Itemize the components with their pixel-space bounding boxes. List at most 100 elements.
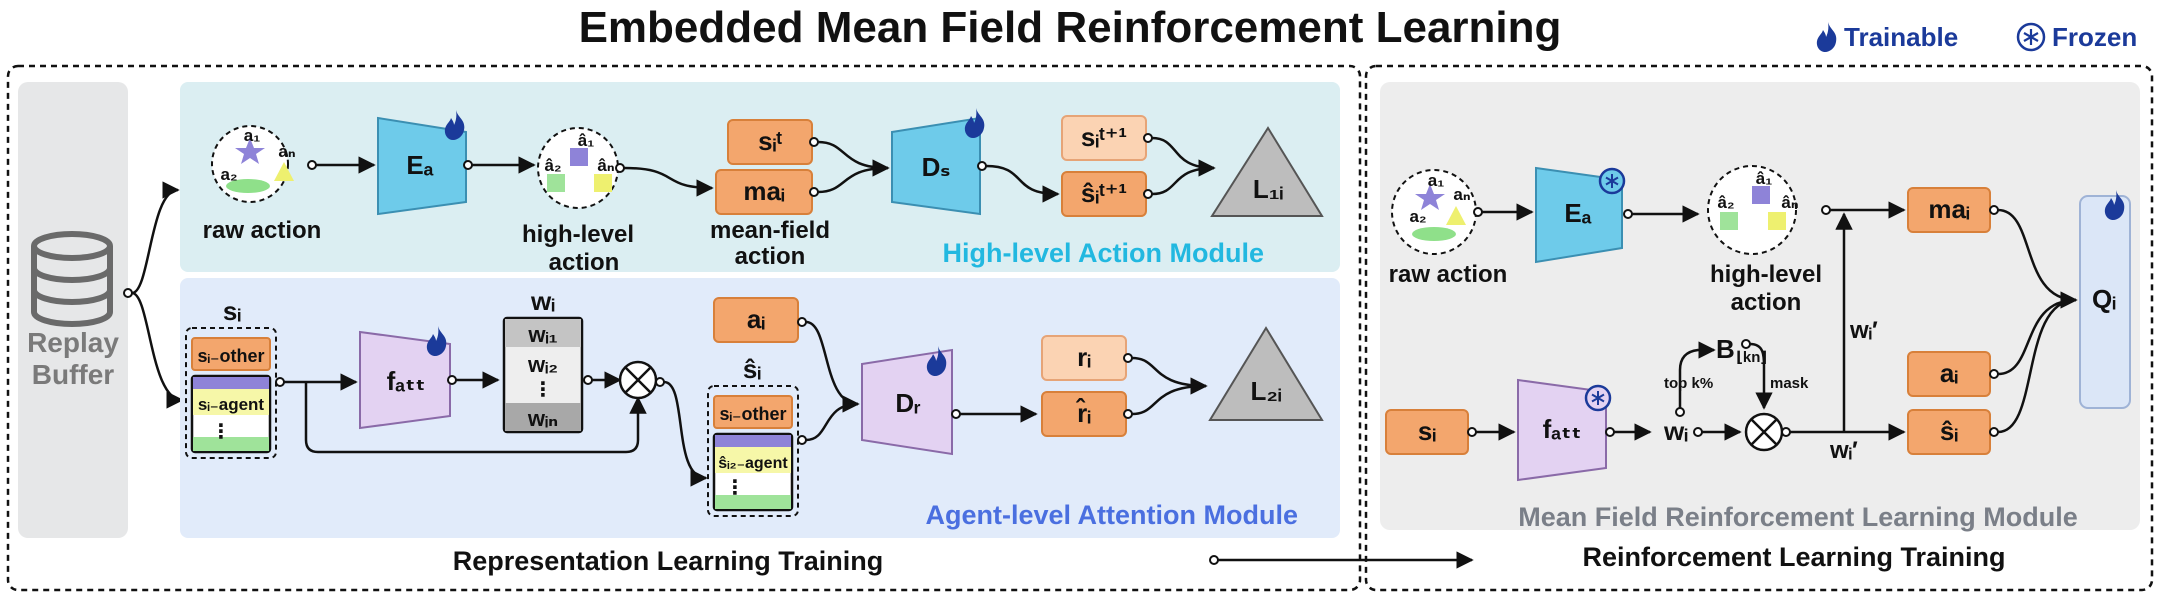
multiply-operator: [618, 360, 658, 400]
svg-text:ŝᵢ₂₋agent: ŝᵢ₂₋agent: [718, 455, 788, 472]
svg-text:â₁: â₁: [1756, 169, 1773, 188]
s-hat-i2-agent-stack: ŝᵢ₂₋agent ⋮: [712, 432, 794, 512]
svg-text:a₂: a₂: [1409, 207, 1426, 226]
svg-text:sᵢ: sᵢ: [1418, 416, 1436, 446]
rl-multiply-operator: [1744, 412, 1784, 452]
replay-to-agentlevel-arrow: [131, 291, 184, 409]
b-subscript: ⌊kn⌋: [1736, 349, 1767, 366]
svg-text:aᵢ: aᵢ: [1940, 358, 1958, 388]
snowflake-icon: [1584, 384, 1612, 412]
svg-text:âₙ: âₙ: [1781, 193, 1798, 212]
svg-text:â₂: â₂: [1717, 193, 1734, 212]
svg-text:a₁: a₁: [244, 126, 261, 145]
mean-field-label-1: mean-field: [710, 217, 830, 244]
high-level-action-node: â₁ â₂ âₙ: [537, 127, 619, 209]
flame-icon: [926, 346, 947, 376]
svg-text:sᵢ₋agent: sᵢ₋agent: [198, 395, 265, 414]
high-level-action-label-2: action: [549, 249, 620, 276]
svg-text:wᵢ₁: wᵢ₁: [527, 322, 557, 347]
snowflake-icon: [1598, 167, 1626, 195]
svg-text:sᵢ₋other: sᵢ₋other: [197, 346, 264, 366]
mean-field-label-2: action: [735, 243, 806, 270]
rl-high-level-action-label-2: action: [1731, 289, 1802, 316]
svg-text:fₐₜₜ: fₐₜₜ: [387, 366, 426, 396]
w-i-label: wᵢ: [530, 286, 555, 316]
raw-action-label: raw action: [203, 217, 322, 244]
database-icon: [31, 231, 113, 327]
snowflake-icon: [2016, 22, 2046, 52]
b-matrix: B: [1716, 334, 1735, 364]
svg-text:fₐₜₜ: fₐₜₜ: [1543, 414, 1582, 444]
loss-l2-triangle: [1208, 326, 1324, 421]
replay-to-highlevel-arrow: [131, 181, 180, 295]
svg-text:maᵢ: maᵢ: [743, 176, 785, 206]
representation-training-frame: [6, 64, 1362, 592]
encoder-ea: Eₐ: [377, 110, 467, 216]
decoder-dr: Dᵣ: [861, 346, 953, 456]
high-level-module-title: High-level Action Module: [942, 238, 1264, 268]
representation-learning-caption: Representation Learning Training: [453, 546, 884, 576]
rl-training-caption: Reinforcement Learning Training: [1582, 542, 2005, 572]
svg-text:wᵢₙ: wᵢₙ: [527, 406, 558, 431]
svg-text:⋮: ⋮: [725, 477, 745, 499]
legend: Trainable Frozen: [1816, 22, 2137, 52]
attention-f-att: fₐₜₜ: [359, 326, 451, 430]
mask-label: mask: [1770, 375, 1809, 392]
flame-icon: [964, 108, 985, 138]
svg-text:a₁: a₁: [1428, 171, 1445, 190]
svg-text:Eₐ: Eₐ: [1564, 198, 1591, 228]
svg-text:aₙ: aₙ: [1453, 185, 1470, 204]
svg-text:aₙ: aₙ: [278, 142, 295, 161]
svg-text:Dₛ: Dₛ: [922, 152, 951, 182]
w-prime-up-label: wᵢ′: [1849, 317, 1878, 344]
svg-text:rᵢ: rᵢ: [1077, 342, 1091, 372]
svg-text:ŝᵢ: ŝᵢ: [1940, 416, 1958, 446]
w-prime-right-label: wᵢ′: [1829, 437, 1858, 464]
flame-icon: [426, 326, 447, 356]
replay-buffer-panel: [18, 82, 128, 538]
svg-text:ŝᵢᵗ⁺¹: ŝᵢᵗ⁺¹: [1081, 178, 1127, 208]
svg-text:â₂: â₂: [544, 156, 561, 175]
s-hat-i-other-box: [713, 395, 793, 429]
rl-encoder-ea: Eₐ: [1535, 166, 1626, 264]
s-i-label: sᵢ: [223, 296, 241, 326]
svg-text:⋮: ⋮: [533, 379, 553, 401]
s-i-other-box: [191, 337, 271, 371]
rl-raw-action-node: a₁ a₂ aₙ: [1391, 169, 1477, 255]
legend-trainable: Trainable: [1844, 22, 1958, 52]
diagram-title: Embedded Mean Field Reinforcement Learni…: [579, 3, 1562, 52]
svg-text:⋮: ⋮: [211, 421, 231, 443]
svg-text:Qᵢ: Qᵢ: [2092, 284, 2116, 314]
top-k-label: top k%: [1664, 375, 1713, 392]
q-network: Qᵢ: [2079, 190, 2131, 409]
svg-text:sᵢᵗ: sᵢᵗ: [758, 126, 782, 156]
svg-text:Dᵣ: Dᵣ: [895, 388, 921, 418]
replay-buffer-label-1: Replay: [27, 327, 119, 358]
flame-icon: [444, 110, 465, 140]
svg-text:maᵢ: maᵢ: [1928, 194, 1970, 224]
svg-text:wᵢ₂: wᵢ₂: [527, 352, 558, 377]
rl-attention-f-att: fₐₜₜ: [1517, 378, 1612, 482]
rl-training-frame: [1364, 64, 2154, 592]
decoder-ds: Dₛ: [891, 108, 985, 216]
rl-raw-action-label: raw action: [1389, 261, 1508, 288]
high-level-action-label-1: high-level: [522, 221, 634, 248]
rl-high-level-action-label-1: high-level: [1710, 261, 1822, 288]
s-hat-i-label: ŝᵢ: [743, 354, 761, 384]
rl-high-level-action-node: â₁ â₂ âₙ: [1707, 165, 1799, 255]
rl-w-i-label: wᵢ: [1663, 416, 1688, 446]
loss-l1-label: L₁ᵢ: [1253, 174, 1284, 204]
svg-text:sᵢᵗ⁺¹: sᵢᵗ⁺¹: [1081, 122, 1127, 152]
s-i-agent-stack: sᵢ₋agent ⋮: [190, 374, 272, 454]
svg-text:aᵢ: aᵢ: [747, 304, 765, 334]
loss-l2-label: L₂ᵢ: [1250, 376, 1281, 406]
svg-text:Eₐ: Eₐ: [406, 150, 433, 180]
raw-action-node: a₁ a₂ aₙ: [211, 125, 296, 203]
flame-icon: [2104, 190, 2125, 220]
svg-text:sᵢ₋other: sᵢ₋other: [719, 404, 786, 424]
svg-text:r̂ᵢ: r̂ᵢ: [1076, 397, 1092, 428]
svg-text:â₁: â₁: [578, 131, 595, 150]
svg-text:a₂: a₂: [220, 165, 237, 184]
loss-l1-triangle: [1210, 126, 1324, 217]
